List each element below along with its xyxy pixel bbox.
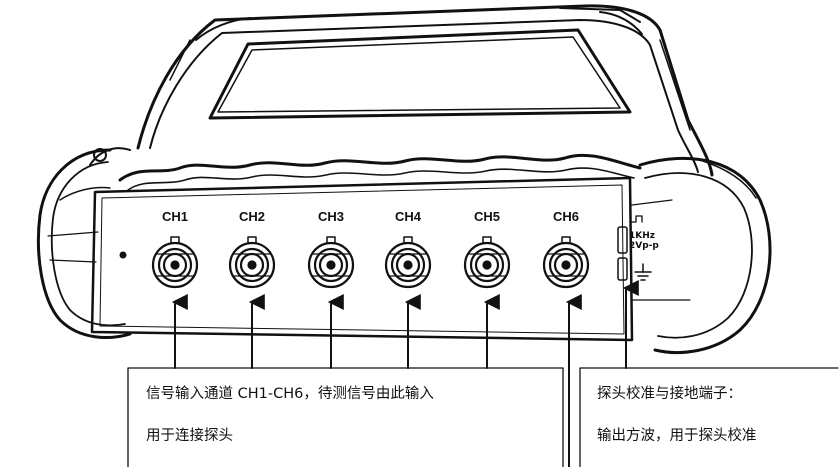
device-front-panel — [90, 176, 634, 342]
bnc-connector-ch6[interactable] — [542, 236, 590, 289]
channel-label-ch3: CH3 — [318, 209, 344, 224]
bnc-connector-ch5[interactable] — [463, 236, 511, 289]
probe-signal-label: 1KHz — [629, 231, 655, 241]
channels-callout-line1: 信号输入通道 CH1-CH6，待测信号由此输入 — [146, 386, 434, 402]
bnc-connector-ch4[interactable] — [384, 236, 432, 289]
channel-label-ch5: CH5 — [474, 209, 500, 224]
probe-callout-line1: 探头校准与接地端子： — [597, 386, 742, 402]
callout-arrows — [171, 280, 639, 467]
bnc-connector-ch1[interactable] — [151, 236, 199, 289]
callout-box-channels — [127, 367, 564, 467]
square-wave-icon — [629, 215, 643, 223]
device-top-housing — [136, 4, 714, 177]
device-left-bumper — [36, 148, 132, 339]
channel-label-ch2: CH2 — [239, 209, 265, 224]
channels-callout-line2: 用于连接探头 — [146, 428, 233, 444]
channel-label-ch4: CH4 — [395, 209, 422, 224]
device-front-bumper — [89, 147, 642, 191]
channel-labels: CH1 CH2 CH3 CH4 CH5 CH6 — [162, 209, 579, 224]
callout-box-probe — [579, 367, 839, 467]
probe-calibration-terminals: 1KHz 2Vp-p — [617, 215, 659, 281]
device-right-bumper — [631, 156, 772, 354]
channel-label-ch6: CH6 — [553, 209, 579, 224]
power-led — [119, 251, 127, 259]
bnc-connector-ch3[interactable] — [307, 236, 355, 289]
ground-icon — [634, 263, 652, 281]
channel-label-ch1: CH1 — [162, 209, 188, 224]
probe-callout-line2: 输出方波，用于探头校准 — [597, 428, 757, 444]
probe-amplitude-label: 2Vp-p — [629, 241, 659, 251]
bnc-connector-ch2[interactable] — [228, 236, 276, 289]
